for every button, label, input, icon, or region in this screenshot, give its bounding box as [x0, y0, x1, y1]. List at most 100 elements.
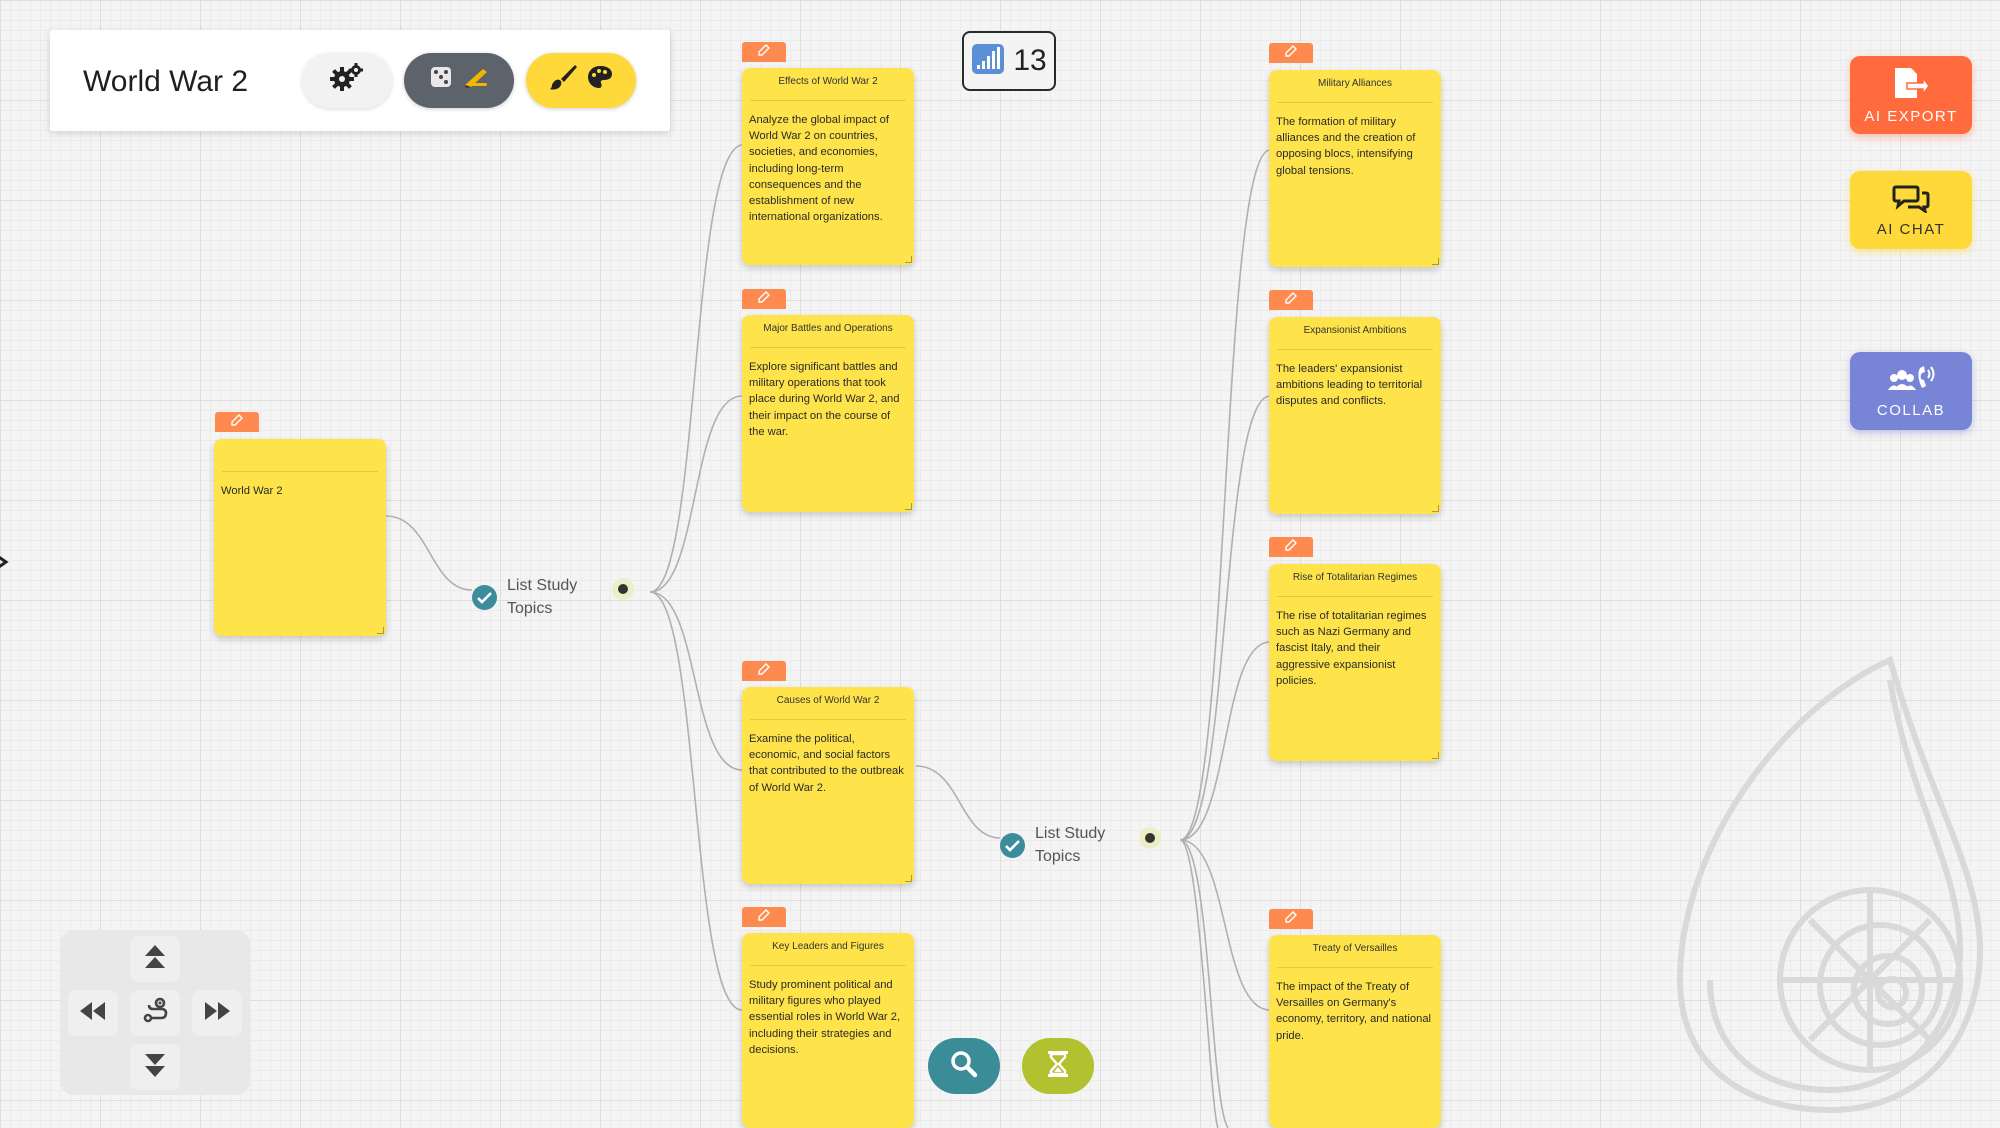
process-output-handle[interactable] — [1139, 827, 1161, 849]
random-write-button[interactable] — [404, 53, 514, 108]
connector-effects — [649, 144, 743, 593]
collab-label: COLLAB — [1876, 401, 1946, 419]
resize-handle[interactable] — [905, 875, 912, 882]
route-icon — [141, 997, 169, 1030]
collab-button[interactable]: COLLAB — [1850, 352, 1972, 430]
scroll-left-button[interactable] — [68, 990, 118, 1036]
counter-value: 13 — [1013, 44, 1047, 77]
search-icon — [950, 1050, 978, 1083]
edit-causes-button[interactable] — [742, 661, 786, 681]
node-effects-of-world-war-2[interactable]: Effects of World War 2 Analyze the globa… — [742, 68, 914, 265]
node-body: The impact of the Treaty of Versailles o… — [1276, 981, 1432, 1042]
connector-offscreen-2 — [1179, 839, 1219, 1128]
node-expansionist-ambitions[interactable]: Expansionist Ambitions The leaders' expa… — [1269, 317, 1441, 514]
edit-icon — [1285, 291, 1297, 309]
node-key-leaders-and-figures[interactable]: Key Leaders and Figures Study prominent … — [742, 933, 914, 1128]
hourglass-icon — [1047, 1050, 1069, 1083]
users-phone-icon — [1886, 364, 1936, 398]
node-title — [222, 447, 378, 452]
node-title: Expansionist Ambitions — [1303, 325, 1407, 336]
edit-leaders-button[interactable] — [742, 907, 786, 927]
resize-handle[interactable] — [377, 627, 384, 634]
double-down-arrow-icon — [144, 1052, 166, 1083]
scroll-right-button[interactable] — [192, 990, 242, 1036]
node-body: The formation of military alliances and … — [1276, 116, 1416, 177]
connector-causes — [649, 591, 743, 771]
node-divider — [1277, 349, 1433, 350]
double-left-arrow-icon — [79, 1001, 107, 1026]
edit-icon — [1285, 910, 1297, 928]
edit-icon — [758, 43, 770, 61]
edit-expansionist-button[interactable] — [1269, 290, 1313, 310]
connector-alliances — [1179, 149, 1271, 841]
export-file-icon — [1893, 66, 1930, 104]
node-rise-of-totalitarian-regimes[interactable]: Rise of Totalitarian Regimes The rise of… — [1269, 564, 1441, 761]
ai-chat-button[interactable]: AI CHAT — [1850, 171, 1972, 249]
node-title: Key Leaders and Figures — [772, 941, 884, 952]
node-body: World War 2 — [221, 485, 283, 497]
node-title: Rise of Totalitarian Regimes — [1292, 572, 1418, 583]
node-causes-of-world-war-2[interactable]: Causes of World War 2 Examine the politi… — [742, 687, 914, 884]
edit-versailles-button[interactable] — [1269, 909, 1313, 929]
edit-icon — [758, 290, 770, 308]
node-military-alliances[interactable]: Military Alliances The formation of mili… — [1269, 70, 1441, 267]
resize-handle[interactable] — [905, 256, 912, 263]
connector-root-process — [385, 515, 473, 591]
process-list-study-topics-1[interactable]: List Study Topics — [472, 574, 593, 620]
timer-button[interactable] — [1022, 1038, 1094, 1094]
edit-icon — [1285, 44, 1297, 62]
connector-offscreen-1 — [1179, 839, 1229, 1128]
node-treaty-of-versailles[interactable]: Treaty of Versailles The impact of the T… — [1269, 935, 1441, 1128]
resize-handle[interactable] — [905, 503, 912, 510]
process-output-handle[interactable] — [612, 578, 634, 600]
scroll-down-button[interactable] — [130, 1044, 180, 1090]
node-counter[interactable]: 13 — [962, 31, 1056, 91]
recenter-button[interactable] — [130, 990, 180, 1036]
node-root[interactable]: World War 2 — [214, 439, 386, 636]
node-divider — [1277, 102, 1433, 103]
node-divider — [222, 471, 378, 472]
node-divider — [750, 100, 906, 101]
writing-hand-icon — [463, 65, 489, 96]
gears-icon — [330, 62, 364, 99]
edit-totalitarian-button[interactable] — [1269, 537, 1313, 557]
node-body: The rise of totalitarian regimes such as… — [1276, 610, 1427, 687]
double-up-arrow-icon — [144, 944, 166, 975]
signal-bars-icon — [971, 43, 1005, 80]
node-title: Military Alliances — [1318, 78, 1392, 89]
edit-icon — [1285, 538, 1297, 556]
node-body: The leaders' expansionist ambitions lead… — [1276, 363, 1423, 408]
resize-handle[interactable] — [1432, 258, 1439, 265]
navigation-pad — [60, 930, 250, 1095]
connector-battles — [649, 395, 743, 593]
dice-icon — [429, 65, 453, 96]
resize-handle[interactable] — [1432, 752, 1439, 759]
edit-alliances-button[interactable] — [1269, 43, 1313, 63]
edit-battles-button[interactable] — [742, 289, 786, 309]
node-title: Treaty of Versailles — [1312, 943, 1398, 954]
node-body: Explore significant battles and military… — [749, 361, 900, 438]
process-label: List Study Topics — [1035, 825, 1106, 866]
edit-icon — [758, 662, 770, 680]
connector-expansionist — [1179, 395, 1271, 841]
paintbrush-icon — [549, 63, 577, 98]
connector-totalitarian — [1179, 641, 1271, 841]
style-button[interactable] — [526, 53, 636, 108]
edit-root-button[interactable] — [215, 412, 259, 432]
settings-button[interactable] — [302, 53, 392, 108]
node-title: Major Battles and Operations — [763, 323, 893, 334]
scroll-up-button[interactable] — [130, 936, 180, 982]
edit-icon — [231, 413, 243, 431]
ai-export-button[interactable]: AI EXPORT — [1850, 56, 1972, 134]
process-label: List Study Topics — [507, 577, 578, 618]
left-panel-toggle-icon[interactable] — [0, 552, 12, 572]
board-title[interactable]: World War 2 — [83, 65, 249, 98]
node-title: Causes of World War 2 — [776, 695, 880, 706]
node-divider — [1277, 967, 1433, 968]
edit-effects-button[interactable] — [742, 42, 786, 62]
process-list-study-topics-2[interactable]: List Study Topics — [1000, 822, 1121, 868]
node-major-battles-and-operations[interactable]: Major Battles and Operations Explore sig… — [742, 315, 914, 512]
search-button[interactable] — [928, 1038, 1000, 1094]
resize-handle[interactable] — [1432, 505, 1439, 512]
